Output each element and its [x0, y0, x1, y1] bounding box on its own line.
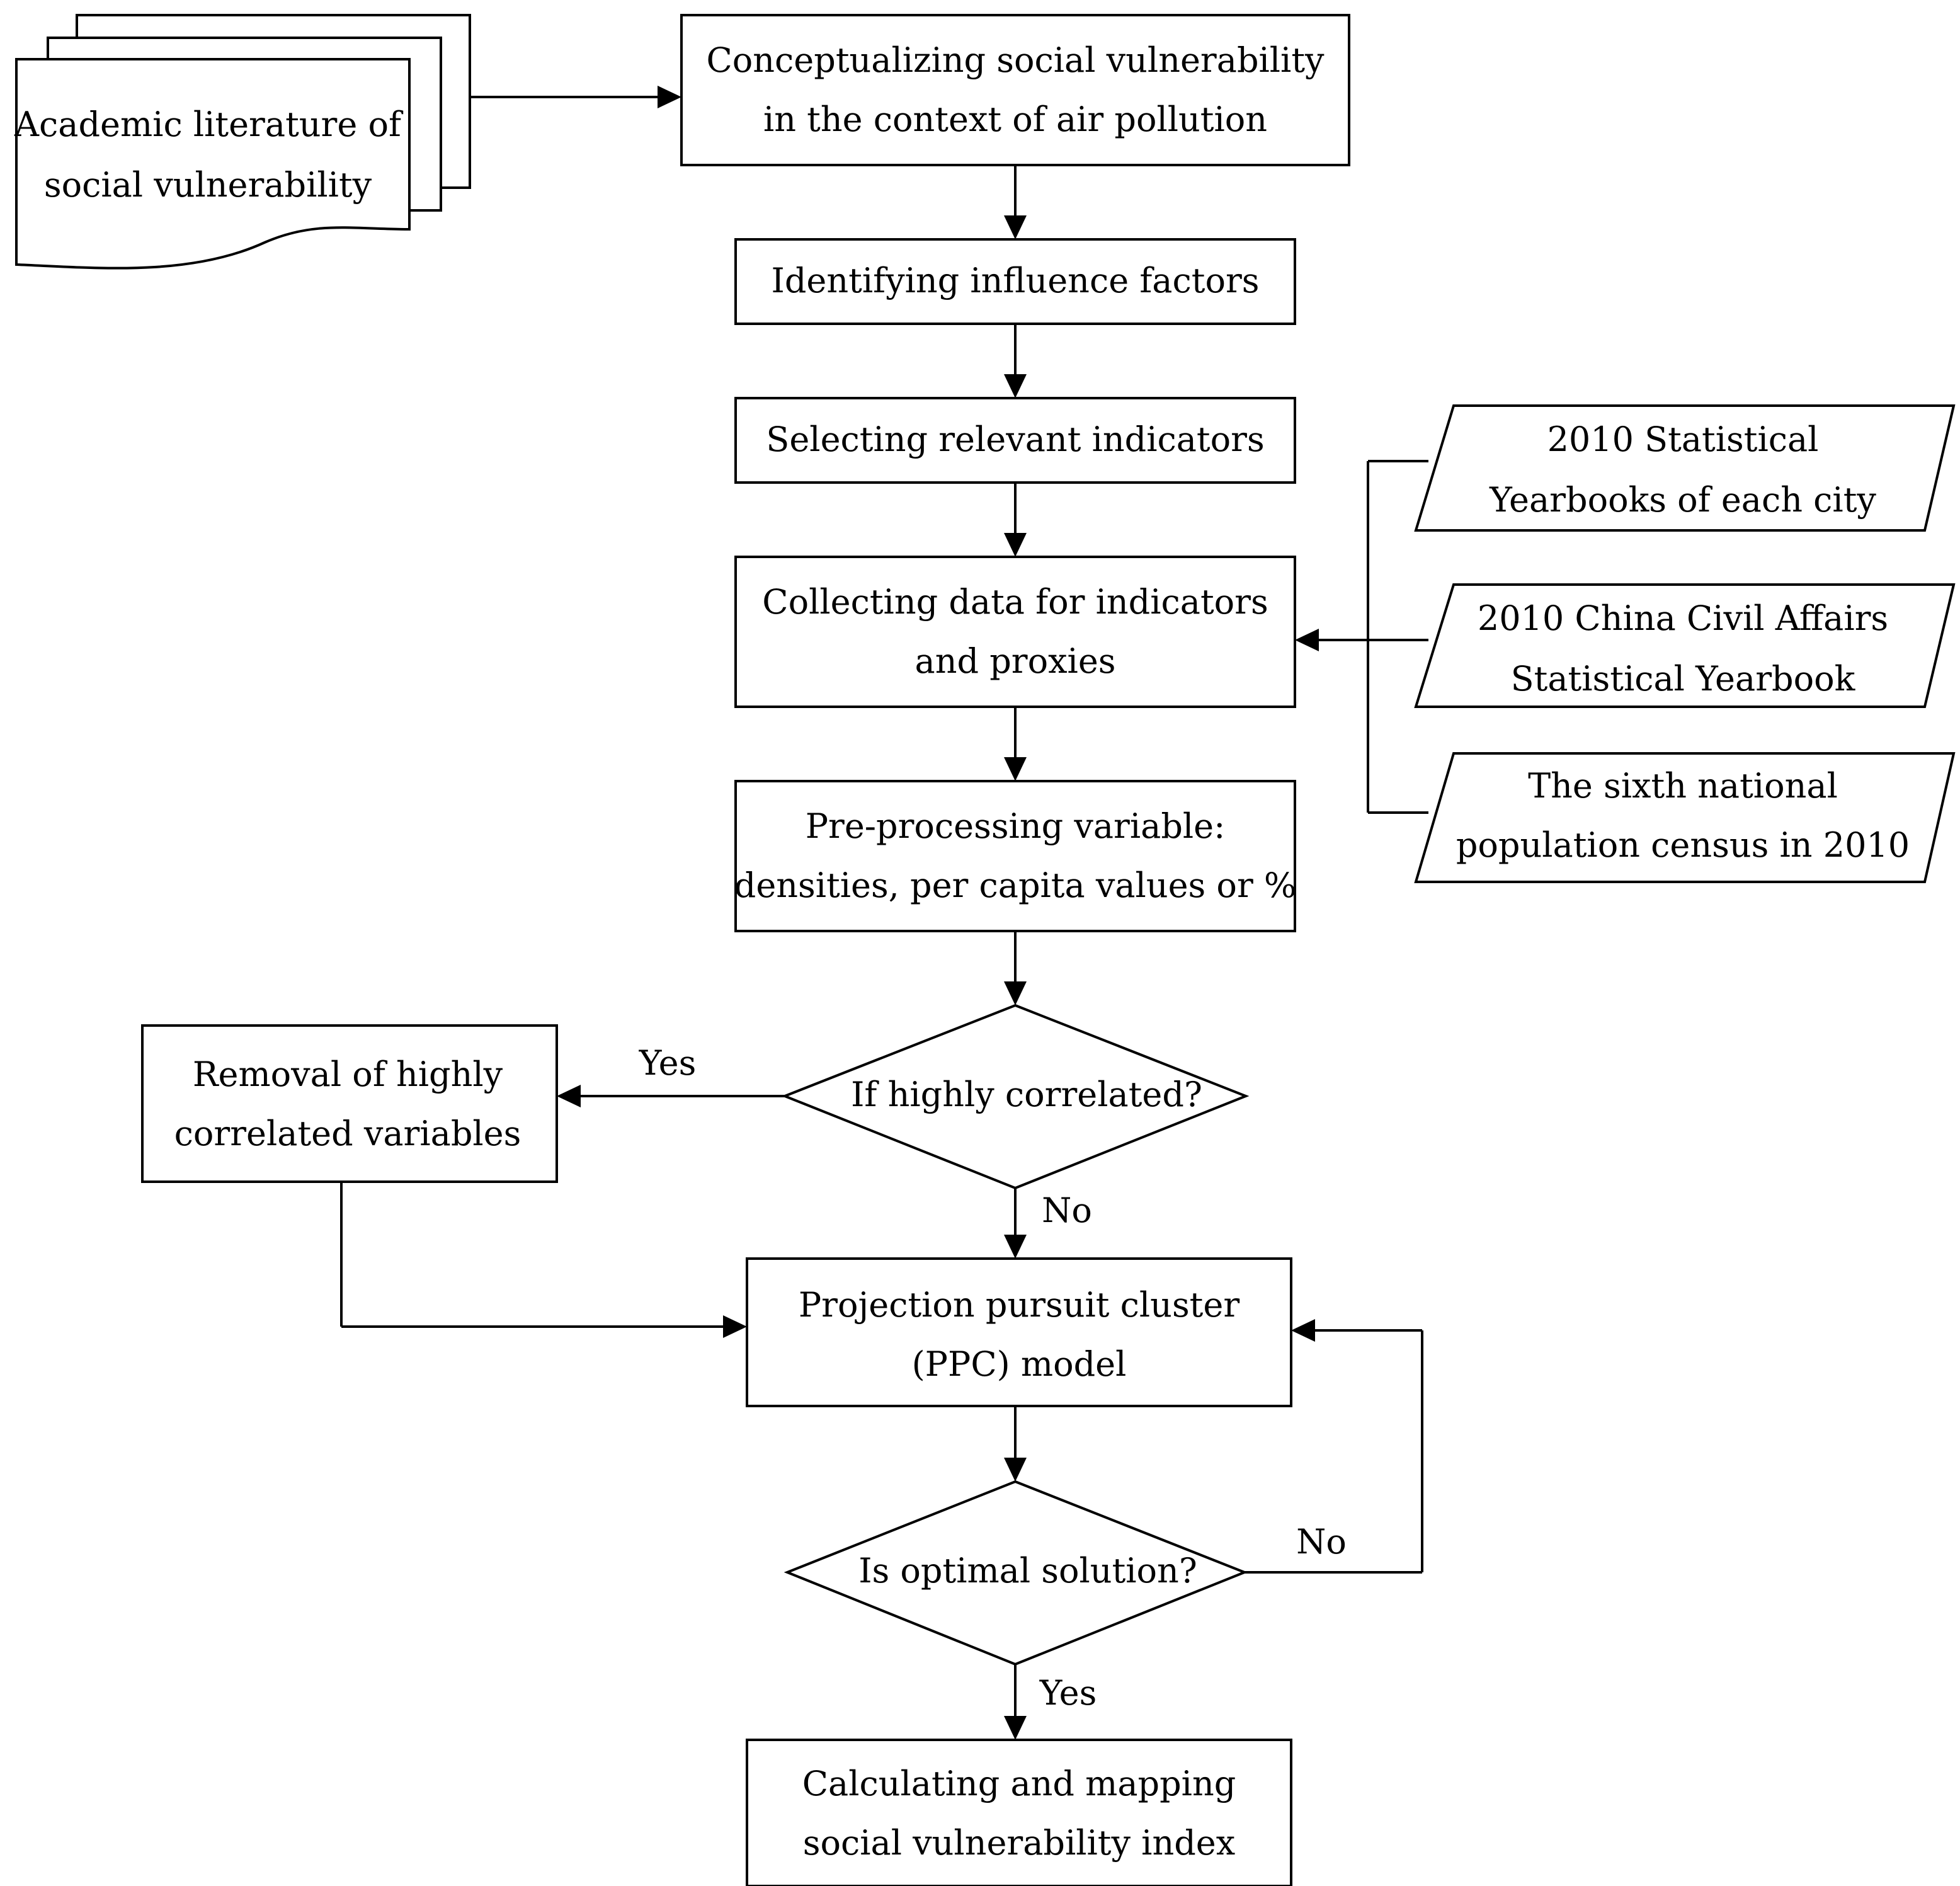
calculating-line-1: Calculating and mapping	[802, 1764, 1236, 1803]
selecting-line-1: Selecting relevant indicators	[766, 420, 1264, 459]
connector-removal-to-ppc	[340, 1182, 747, 1338]
civil-affairs-line-2: Statistical Yearbook	[1511, 659, 1856, 699]
edge-label-correlated-yes: Yes	[639, 1043, 697, 1083]
calculating-node: Calculating and mapping social vulnerabi…	[746, 1739, 1292, 1886]
census-line-1: The sixth national	[1528, 766, 1838, 806]
optimal-decision-node: Is optimal solution?	[783, 1480, 1248, 1666]
connector-preprocessing-to-correlated	[1004, 931, 1027, 1005]
edge-label-optimal-no: No	[1296, 1522, 1347, 1562]
preprocessing-line-1: Pre-processing variable:	[806, 806, 1226, 846]
removal-line-2: correlated variables	[174, 1114, 521, 1153]
conceptualizing-line-2: in the context of air pollution	[763, 100, 1267, 139]
correlated-decision-node: If highly correlated?	[781, 1003, 1250, 1190]
connector-correlated-yes-to-removal	[557, 1085, 785, 1107]
yearbooks-line-2: Yearbooks of each city	[1489, 480, 1876, 520]
collecting-line-2: and proxies	[915, 641, 1116, 681]
calculating-line-2: social vulnerability index	[803, 1823, 1235, 1863]
connector-conceptualizing-to-identifying	[1004, 165, 1027, 239]
literature-line-1: Academic literature of	[14, 105, 404, 144]
correlated-decision-text: If highly correlated?	[851, 1075, 1202, 1114]
removal-line-1: Removal of highly	[193, 1054, 503, 1094]
edge-label-optimal-yes: Yes	[1039, 1673, 1097, 1713]
connector-collecting-to-preprocessing	[1004, 707, 1027, 781]
identifying-node: Identifying influence factors	[734, 238, 1296, 325]
preprocessing-line-2: densities, per capita values or %	[734, 866, 1296, 905]
civil-affairs-node: 2010 China Civil Affairs Statistical Yea…	[1414, 583, 1956, 708]
collecting-line-1: Collecting data for indicators	[762, 582, 1268, 622]
civil-affairs-line-1: 2010 China Civil Affairs	[1478, 598, 1888, 638]
yearbooks-line-1: 2010 Statistical	[1547, 420, 1819, 459]
connector-correlated-no-to-ppc	[1004, 1188, 1027, 1259]
removal-node: Removal of highly correlated variables	[141, 1024, 558, 1183]
edge-label-correlated-no: No	[1042, 1191, 1092, 1230]
connector-ppc-to-optimal	[1004, 1406, 1027, 1482]
connector-literature-to-conceptualizing	[470, 86, 681, 108]
connector-optimal-no-to-ppc	[1245, 1319, 1423, 1574]
census-line-2: population census in 2010	[1456, 825, 1910, 865]
optimal-decision-text: Is optimal solution?	[858, 1551, 1197, 1591]
identifying-line-1: Identifying influence factors	[772, 261, 1260, 300]
ppc-node: Projection pursuit cluster (PPC) model	[746, 1257, 1292, 1407]
ppc-line-2: (PPC) model	[912, 1344, 1127, 1384]
conceptualizing-node: Conceptualizing social vulnerability in …	[680, 14, 1350, 166]
yearbooks-node: 2010 Statistical Yearbooks of each city	[1414, 404, 1956, 532]
connector-selecting-to-collecting	[1004, 483, 1027, 557]
preprocessing-node: Pre-processing variable: densities, per …	[734, 780, 1296, 932]
census-node: The sixth national population census in …	[1414, 752, 1956, 883]
connector-identifying-to-selecting	[1004, 324, 1027, 398]
connector-optimal-yes-to-calculating	[1004, 1664, 1027, 1740]
conceptualizing-line-1: Conceptualizing social vulnerability	[706, 40, 1325, 80]
collecting-node: Collecting data for indicators and proxi…	[734, 556, 1296, 708]
ppc-line-1: Projection pursuit cluster	[799, 1285, 1239, 1325]
selecting-node: Selecting relevant indicators	[734, 397, 1296, 484]
literature-document-node: Academic literature of social vulnerabil…	[14, 14, 471, 270]
literature-line-2: social vulnerability	[44, 165, 372, 205]
connector-sources-to-collecting	[1295, 460, 1428, 814]
